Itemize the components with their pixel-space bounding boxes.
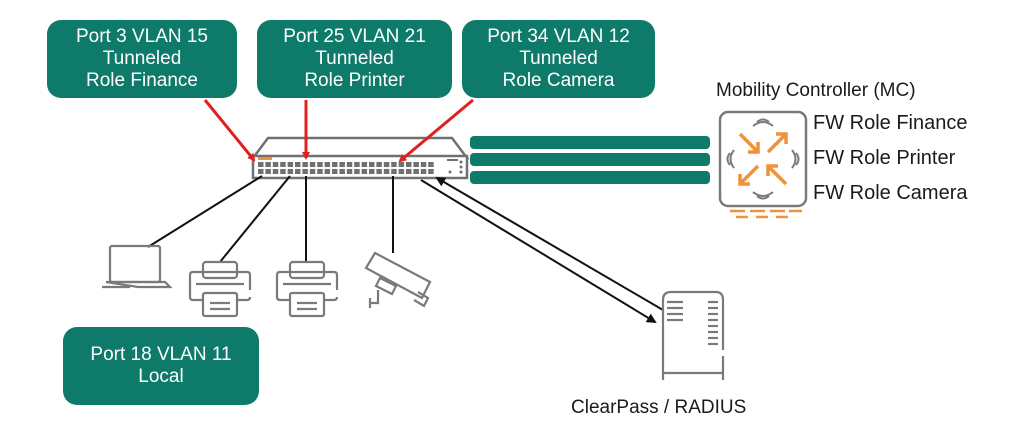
switch-port [339, 162, 345, 167]
switch-port [354, 162, 360, 167]
radius-link-to-server [420, 179, 657, 324]
port3-role: Role Finance [86, 70, 198, 91]
switch-port [413, 162, 419, 167]
fw-role-finance: FW Role Finance [813, 112, 968, 134]
port18-info-box: Port 18 VLAN 11 Local [63, 327, 259, 405]
port34-mode: Tunneled [519, 48, 598, 69]
switch-port [346, 169, 353, 174]
radius-link-to-switch [435, 176, 664, 311]
port3-mode: Tunneled [102, 48, 182, 69]
switch-port [369, 169, 375, 174]
tunnel-bar-printer [470, 153, 710, 166]
fw-role-printer: FW Role Printer [813, 147, 956, 169]
tunnel-bar-camera [470, 171, 710, 184]
cable-printer1 [219, 175, 291, 263]
cable-laptop [147, 175, 263, 248]
switch-port [383, 169, 390, 174]
port34-title: Port 34 VLAN 12 [487, 26, 630, 47]
port25-info-box: Port 25 VLAN 21 Tunneled Role Printer [257, 20, 452, 98]
port34-info-box: Port 34 VLAN 12 Tunneled Role Camera [462, 20, 655, 98]
tunnel-bars [470, 136, 710, 184]
switch-port [272, 169, 279, 174]
switch-port [361, 169, 368, 174]
switch-port [317, 162, 323, 167]
switch-port [383, 162, 390, 167]
switch-port [272, 162, 279, 167]
arrow-port34 [398, 98, 474, 163]
port25-title: Port 25 VLAN 21 [283, 26, 426, 47]
port34-role: Role Camera [502, 70, 615, 91]
switch-port [258, 169, 264, 174]
laptop-icon [102, 244, 173, 289]
switch-port [309, 162, 316, 167]
switch-port [287, 169, 294, 174]
printer-icon [275, 260, 339, 318]
switch-port [339, 169, 345, 174]
tunnel-bar-finance [470, 136, 710, 149]
switch-port [324, 169, 331, 174]
port25-role: Role Printer [304, 70, 405, 91]
port18-title: Port 18 VLAN 11 [90, 344, 232, 365]
switch-port [309, 169, 316, 174]
switch-port [346, 162, 353, 167]
switch-port [420, 162, 427, 167]
switch-port [420, 169, 427, 174]
controller-title: Mobility Controller (MC) [716, 80, 916, 101]
port3-title: Port 3 VLAN 15 [75, 26, 209, 47]
fw-role-camera: FW Role Camera [813, 182, 968, 204]
switch-port [391, 169, 397, 174]
mobility-controller-icon [718, 110, 808, 219]
switch-port [258, 162, 264, 167]
switch-port [428, 162, 434, 167]
switch-port [317, 169, 323, 174]
switch-port [265, 169, 271, 174]
switch-port [332, 162, 338, 167]
switch-port [354, 169, 360, 174]
printer-icon [188, 260, 252, 318]
arrow-port3 [203, 99, 256, 162]
switch-port [302, 162, 308, 167]
port3-info-box: Port 3 VLAN 15 Tunneled Role Finance [47, 20, 237, 98]
switch-port [302, 169, 308, 174]
switch-port [398, 162, 405, 167]
switch-port [376, 162, 382, 167]
radius-label: ClearPass / RADIUS [571, 397, 747, 418]
switch-port [406, 162, 412, 167]
switch-port [361, 162, 368, 167]
port25-mode: Tunneled [315, 48, 394, 69]
switch-port [280, 169, 286, 174]
switch-port [295, 169, 301, 174]
switch-port [295, 162, 301, 167]
port18-mode: Local [138, 366, 184, 387]
switch-port [406, 169, 412, 174]
switch-port [332, 169, 338, 174]
radius-server-icon [661, 290, 725, 380]
switch-port [413, 169, 419, 174]
switch-icon [250, 136, 470, 180]
switch-port [391, 162, 397, 167]
switch-port [280, 162, 286, 167]
camera-icon [364, 251, 432, 308]
switch-port [287, 162, 294, 167]
switch-port [398, 169, 405, 174]
switch-port [369, 162, 375, 167]
switch-port [265, 162, 271, 167]
switch-port [376, 169, 382, 174]
switch-port [428, 169, 434, 174]
switch-port [324, 162, 331, 167]
